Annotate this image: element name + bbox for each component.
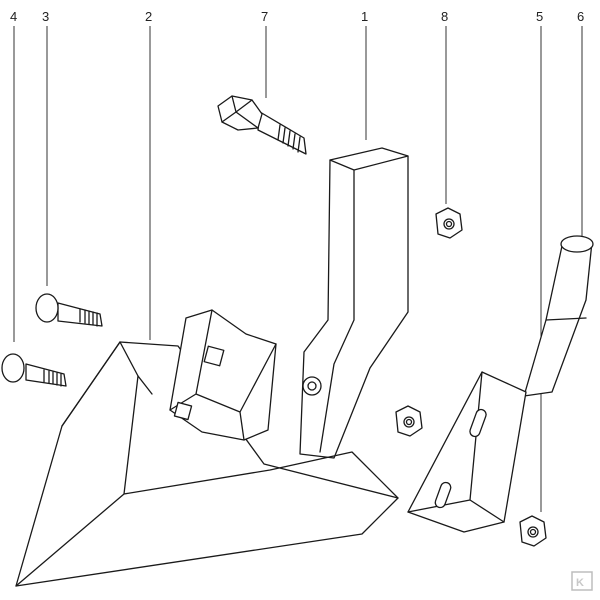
share-bracket: [169, 309, 277, 441]
callout-1-label: 1: [361, 9, 368, 24]
flange-nut-5: [519, 515, 547, 547]
callout-5-label: 5: [536, 9, 543, 24]
callout-3-label: 3: [42, 9, 49, 24]
shank-1: [299, 147, 409, 459]
hex-bolt-7: [217, 95, 307, 155]
callout-2-label: 2: [145, 9, 152, 24]
carriage-bolt-3: [35, 293, 103, 327]
callout-3: 3: [42, 9, 49, 286]
carriage-bolt-4: [1, 353, 67, 387]
logo-letter: K: [576, 577, 584, 589]
callout-7-label: 7: [261, 9, 268, 24]
callout-6-label: 6: [577, 9, 584, 24]
callout-8: 8: [441, 9, 448, 204]
share-2: [15, 341, 399, 587]
callout-5: 5: [536, 9, 543, 512]
callout-8-label: 8: [441, 9, 448, 24]
tine-6: [407, 235, 594, 533]
callout-7: 7: [261, 9, 268, 98]
callout-1: 1: [361, 9, 368, 140]
flange-nut-8: [435, 207, 463, 239]
brand-logo: K: [571, 571, 593, 591]
callout-4-label: 4: [10, 9, 17, 24]
flange-nut-middle: [395, 405, 423, 437]
callout-4: 4: [10, 9, 17, 342]
callout-6: 6: [577, 9, 584, 236]
callout-2: 2: [145, 9, 152, 340]
